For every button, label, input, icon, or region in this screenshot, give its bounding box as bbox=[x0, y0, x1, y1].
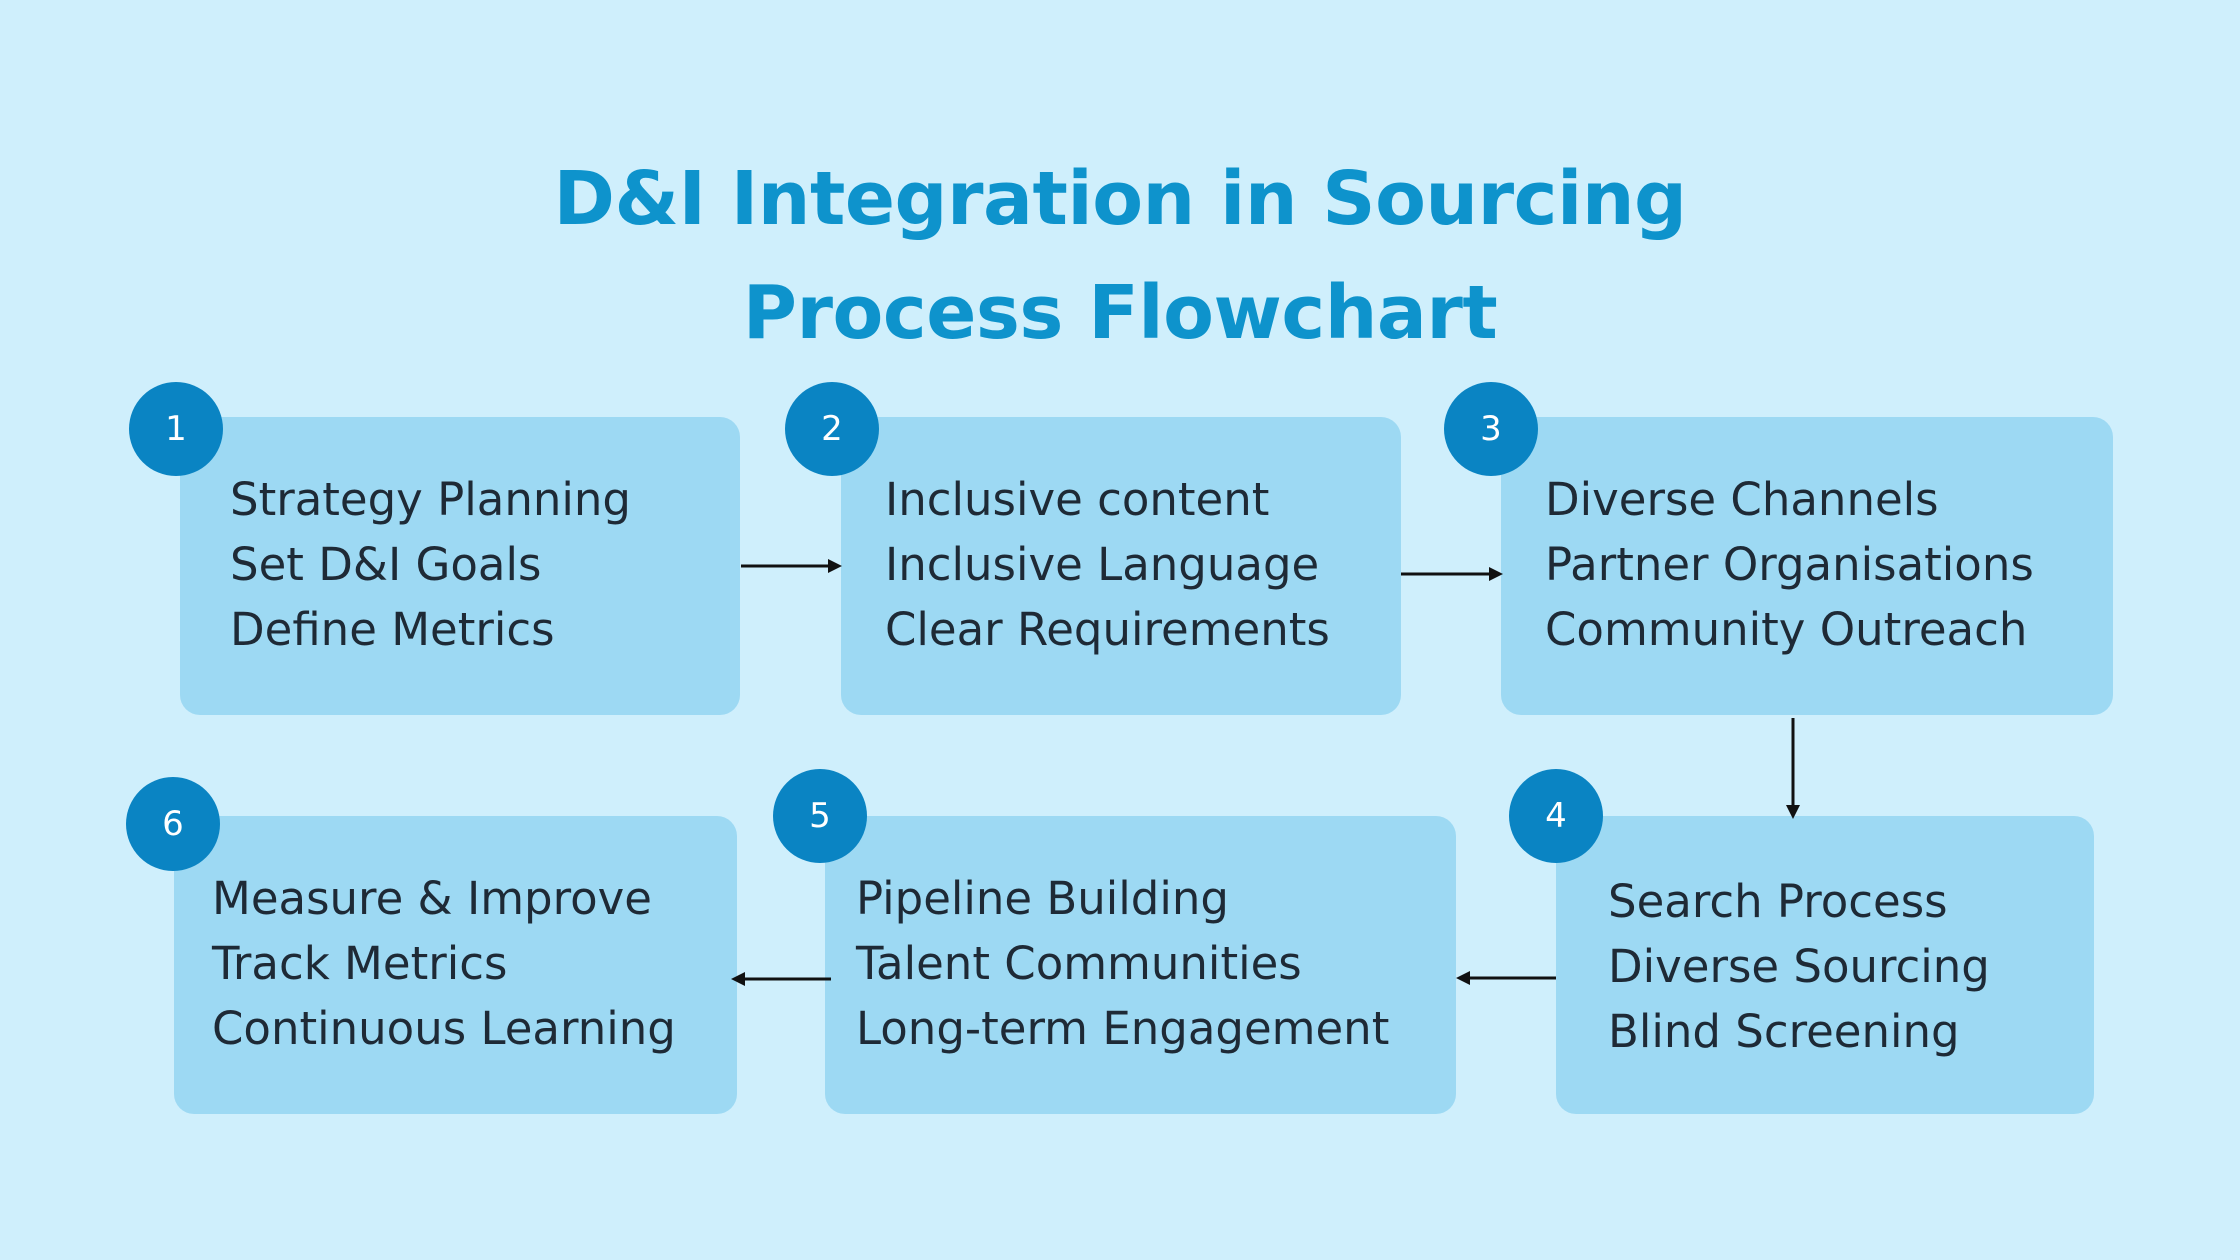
step-badge-3: 3 bbox=[1444, 382, 1538, 476]
step-4-line-1: Search Process bbox=[1608, 875, 1948, 928]
step-box-4 bbox=[1556, 816, 2094, 1114]
step-5-line-1: Pipeline Building bbox=[856, 872, 1229, 925]
step-1-line-1: Strategy Planning bbox=[230, 473, 631, 526]
title-line-2: Process Flowchart bbox=[742, 269, 1498, 356]
step-4-line-2: Diverse Sourcing bbox=[1608, 940, 1990, 993]
step-3-line-3: Community Outreach bbox=[1545, 603, 2028, 656]
step-badge-2: 2 bbox=[785, 382, 879, 476]
step-3-line-2: Partner Organisations bbox=[1545, 538, 2034, 591]
step-2-line-1: Inclusive content bbox=[885, 473, 1270, 526]
step-text-1: Strategy Planning Set D&I Goals Define M… bbox=[230, 467, 631, 662]
step-text-2: Inclusive content Inclusive Language Cle… bbox=[885, 467, 1330, 662]
step-4-line-3: Blind Screening bbox=[1608, 1005, 1960, 1058]
step-box-2 bbox=[841, 417, 1401, 715]
step-badge-1: 1 bbox=[129, 382, 223, 476]
title-line-1: D&I Integration in Sourcing bbox=[553, 155, 1687, 242]
step-box-3 bbox=[1501, 417, 2113, 715]
step-text-4: Search Process Diverse Sourcing Blind Sc… bbox=[1608, 869, 1990, 1064]
step-box-5 bbox=[825, 816, 1456, 1114]
step-box-1 bbox=[180, 417, 740, 715]
step-5-line-2: Talent Communities bbox=[856, 937, 1302, 990]
step-text-6: Measure & Improve Track Metrics Continuo… bbox=[212, 866, 676, 1061]
arrow-4-to-5-head bbox=[1456, 971, 1470, 985]
step-1-line-3: Define Metrics bbox=[230, 603, 555, 656]
arrow-3-to-4-head bbox=[1786, 805, 1800, 819]
step-2-line-3: Clear Requirements bbox=[885, 603, 1330, 656]
step-2-line-2: Inclusive Language bbox=[885, 538, 1320, 591]
step-3-line-1: Diverse Channels bbox=[1545, 473, 1939, 526]
arrow-5-to-6-head bbox=[731, 972, 745, 986]
step-6-line-1: Measure & Improve bbox=[212, 872, 652, 925]
step-text-3: Diverse Channels Partner Organisations C… bbox=[1545, 467, 2034, 662]
step-6-line-2: Track Metrics bbox=[212, 937, 508, 990]
step-box-6 bbox=[174, 816, 737, 1114]
step-text-5: Pipeline Building Talent Communities Lon… bbox=[856, 866, 1389, 1061]
step-badge-4: 4 bbox=[1509, 769, 1603, 863]
step-6-line-3: Continuous Learning bbox=[212, 1002, 676, 1055]
arrow-2-to-3-head bbox=[1489, 567, 1503, 581]
arrow-1-to-2-head bbox=[828, 559, 842, 573]
step-badge-5: 5 bbox=[773, 769, 867, 863]
page-title: D&I Integration in Sourcing Process Flow… bbox=[0, 142, 2240, 370]
step-badge-6: 6 bbox=[126, 777, 220, 871]
step-5-line-3: Long-term Engagement bbox=[856, 1002, 1390, 1055]
step-1-line-2: Set D&I Goals bbox=[230, 538, 542, 591]
